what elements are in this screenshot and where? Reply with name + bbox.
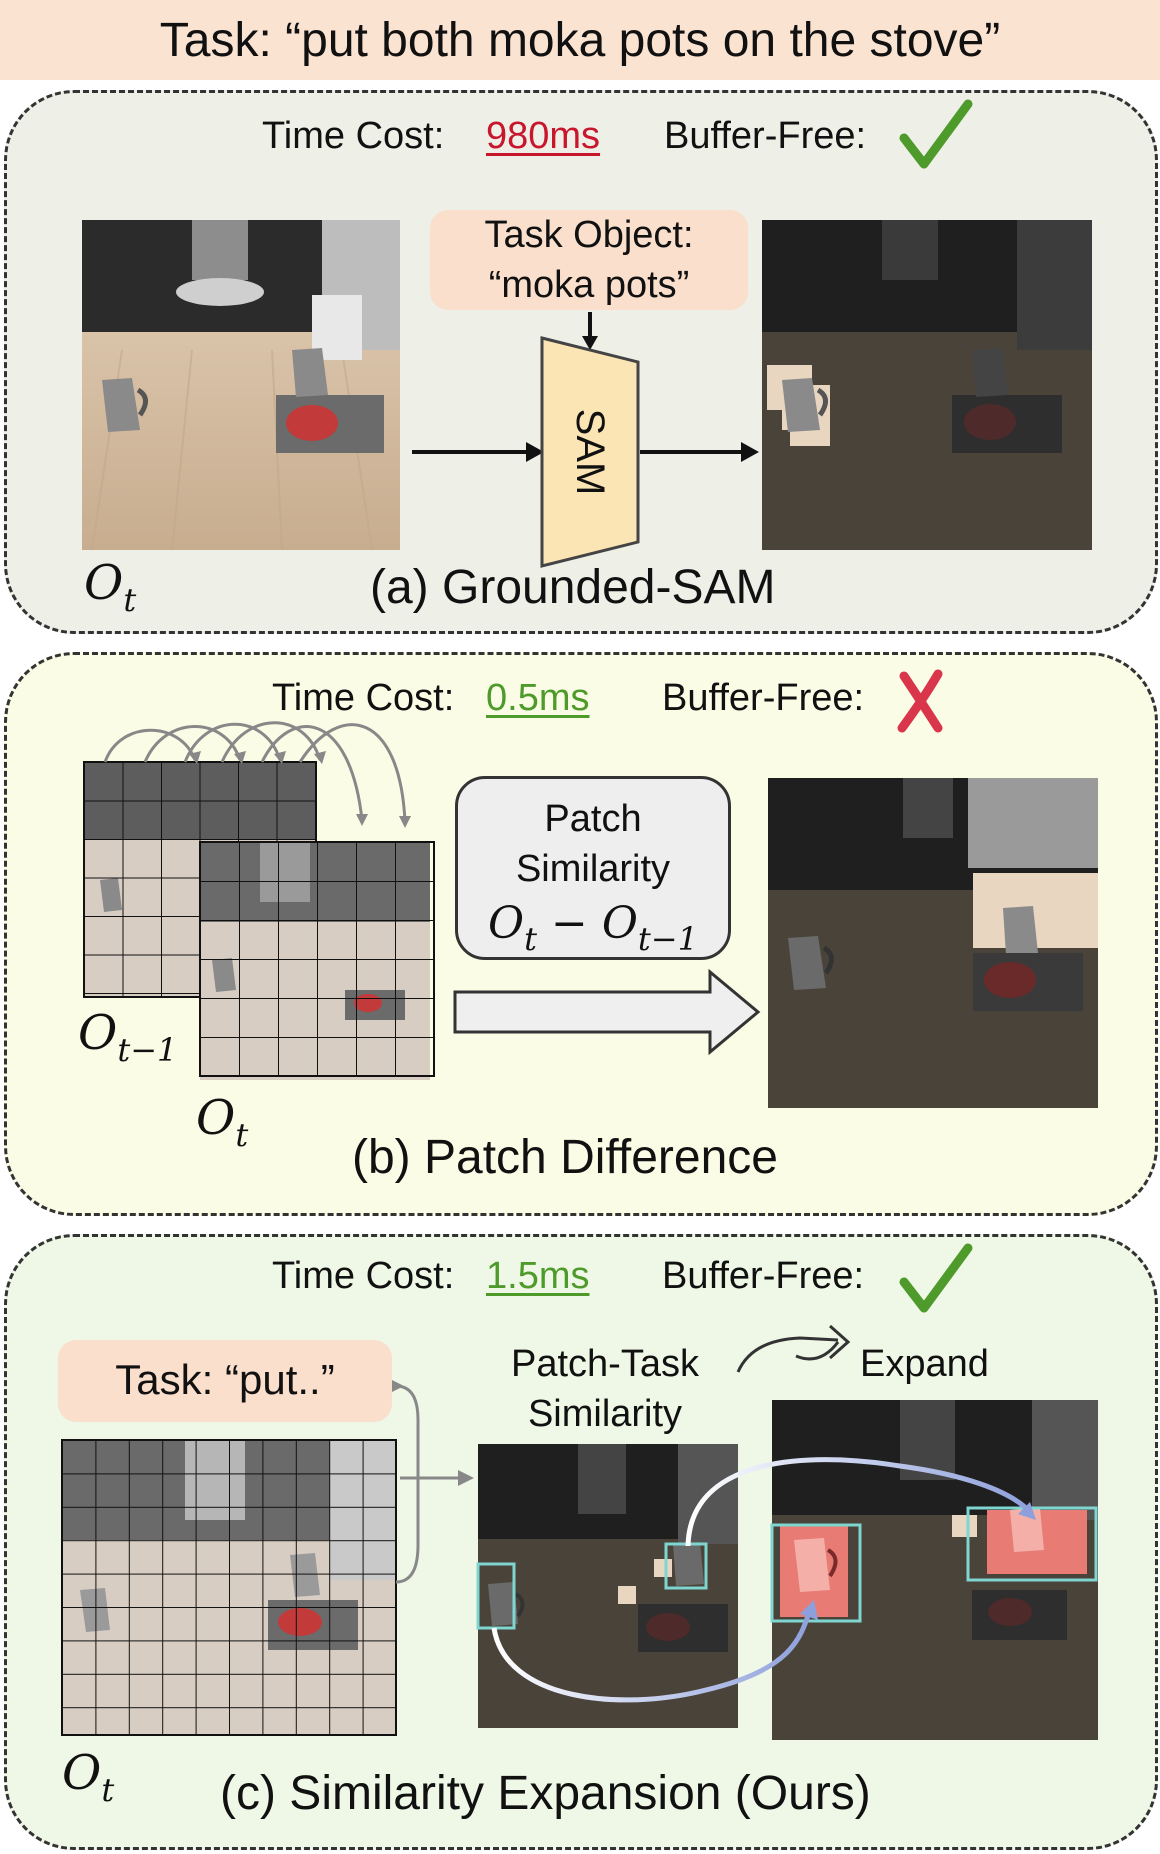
time-cost-value-a: 980ms bbox=[486, 115, 601, 157]
patch-similarity-line2: Similarity bbox=[515, 848, 671, 890]
buffer-free-label-b: Buffer-Free: bbox=[662, 677, 865, 719]
task-object-line2: “moka pots” bbox=[488, 264, 690, 306]
buffer-free-label-a: Buffer-Free: bbox=[664, 115, 867, 157]
patch-similarity-box bbox=[455, 776, 731, 960]
expand-label: Expand bbox=[860, 1343, 989, 1385]
patch-task-label-line1: Patch-Task bbox=[511, 1343, 699, 1385]
masked-result-image-a bbox=[762, 220, 1092, 550]
observation-image-a bbox=[82, 220, 400, 551]
obs-label-a: Ot bbox=[84, 555, 137, 619]
obs-label-c: Ot bbox=[62, 1745, 115, 1809]
patch-similarity-line1: Patch bbox=[544, 798, 642, 840]
time-cost-label-b: Time Cost: bbox=[272, 677, 455, 719]
title-text: Task: “put both moka pots on the stove” bbox=[159, 14, 1001, 67]
task-bubble bbox=[58, 1340, 392, 1422]
time-cost-value-c: 1.5ms bbox=[486, 1255, 590, 1297]
caption-c: (c) Similarity Expansion (Ours) bbox=[220, 1767, 871, 1820]
check-icon bbox=[899, 99, 973, 169]
patch-similarity-formula: Ot − Ot−1 bbox=[488, 898, 698, 958]
title-banner bbox=[0, 0, 1160, 80]
check-icon bbox=[899, 1243, 973, 1313]
sam-trapezoid bbox=[540, 336, 640, 568]
obs-cur-label-b: Ot bbox=[196, 1090, 249, 1154]
time-cost-label-a: Time Cost: bbox=[262, 115, 445, 157]
buffer-free-label-c: Buffer-Free: bbox=[662, 1255, 865, 1297]
caption-a: (a) Grounded-SAM bbox=[370, 561, 776, 614]
similarity-image-c bbox=[476, 1444, 738, 1728]
time-cost-label-c: Time Cost: bbox=[272, 1255, 455, 1297]
task-object-line1: Task Object: bbox=[484, 214, 694, 256]
patch-task-label-line2: Similarity bbox=[527, 1393, 683, 1435]
caption-b: (b) Patch Difference bbox=[352, 1131, 778, 1184]
time-cost-value-b: 0.5ms bbox=[486, 677, 590, 719]
obs-prev-label-b: Ot−1 bbox=[78, 1005, 178, 1069]
diff-result-image-b bbox=[768, 778, 1098, 1108]
task-object-bubble bbox=[430, 210, 748, 310]
task-bubble-text: Task: “put..” bbox=[115, 1356, 335, 1403]
expanded-result-image-c bbox=[770, 1400, 1098, 1740]
cross-icon bbox=[897, 669, 943, 733]
